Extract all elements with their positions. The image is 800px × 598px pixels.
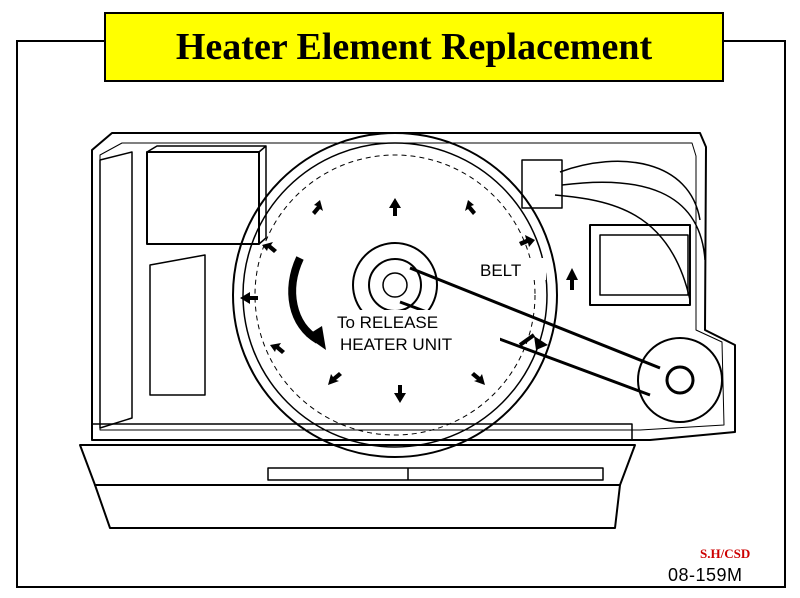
arrow-left-2 [240,292,258,304]
fan-hub [665,365,695,395]
belt-upper [409,266,661,370]
front-rail [91,423,633,441]
release-label-line1: To RELEASE [337,313,438,332]
title-banner: Heater Element Replacement [104,12,724,82]
release-label-line2: HEATER UNIT [340,335,452,354]
control-box-side [146,145,267,245]
arrow-down-3 [471,372,485,385]
document-code: 08-159M [668,565,743,585]
arrow-up-3 [312,200,323,215]
door-slot [267,467,604,481]
belt-pointer-arrow-2 [518,333,536,347]
arrow-left-3 [270,343,285,354]
author-signature: S.H/CSD [700,546,751,561]
belt-label: BELT [480,261,521,280]
drum-arrows [240,198,535,403]
drum-inner [242,142,548,448]
control-box [146,151,260,245]
drum-rib [254,154,536,436]
drum-outer [232,132,558,458]
cabinet-outline [91,132,736,441]
connector-block [521,159,563,209]
fan-blade [637,337,723,423]
motor-housing [599,234,689,296]
drum-hub-inner [368,258,422,312]
front-panel-lower [94,484,621,529]
arrow-left-1 [262,242,277,253]
motor-bracket [589,224,691,306]
belt-pointer-arrow-1 [566,268,578,290]
arrow-right-1 [519,235,535,247]
arrow-down-2 [328,372,342,385]
left-side-panel [99,151,133,429]
wire-harness [554,160,706,301]
arrow-down-1 [394,385,406,403]
left-recess [149,254,206,396]
front-panel [79,444,636,486]
page-title: Heater Element Replacement [175,26,653,68]
arrow-up-2 [465,200,476,215]
arrow-up-1 [389,198,401,216]
release-rotation-arrow [288,256,321,344]
